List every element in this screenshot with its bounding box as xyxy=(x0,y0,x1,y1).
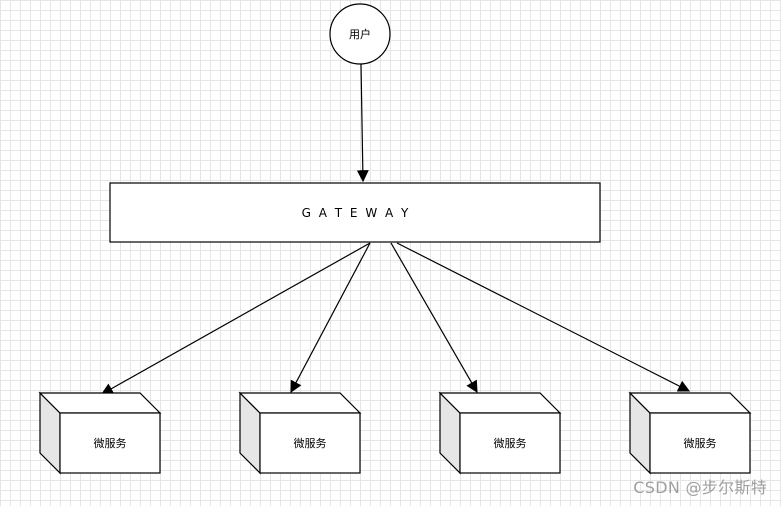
gateway-box xyxy=(109,182,601,243)
service-3-front xyxy=(459,412,561,474)
user-to-gateway-arrow xyxy=(356,63,369,183)
gateway-to-service-2-arrow xyxy=(290,242,371,394)
gateway-to-service-4-arrow xyxy=(396,242,691,392)
service-2-top xyxy=(238,392,362,414)
gateway-to-service-1-arrow xyxy=(100,242,371,395)
service-3-label: 微服务 xyxy=(494,436,527,450)
service-1-front xyxy=(59,412,161,474)
service-node-2: 微服务 xyxy=(238,391,362,475)
user-label: 用户 xyxy=(349,27,371,41)
service-2-label: 微服务 xyxy=(294,436,327,450)
service-node-4: 微服务 xyxy=(628,391,752,475)
service-node-1: 微服务 xyxy=(38,391,162,475)
gateway-label: G A T E W A Y xyxy=(302,206,411,220)
service-1-label: 微服务 xyxy=(94,436,127,450)
user-node xyxy=(329,3,391,65)
service-2-front xyxy=(259,412,361,474)
service-4-front xyxy=(649,412,751,474)
service-node-3: 微服务 xyxy=(438,391,562,475)
service-4-top xyxy=(628,392,752,414)
service-3-top xyxy=(438,392,562,414)
watermark-text: CSDN @步尔斯特 xyxy=(633,478,767,497)
service-1-top xyxy=(38,392,162,414)
service-4-label: 微服务 xyxy=(684,436,717,450)
gateway-to-service-3-arrow xyxy=(390,242,478,394)
